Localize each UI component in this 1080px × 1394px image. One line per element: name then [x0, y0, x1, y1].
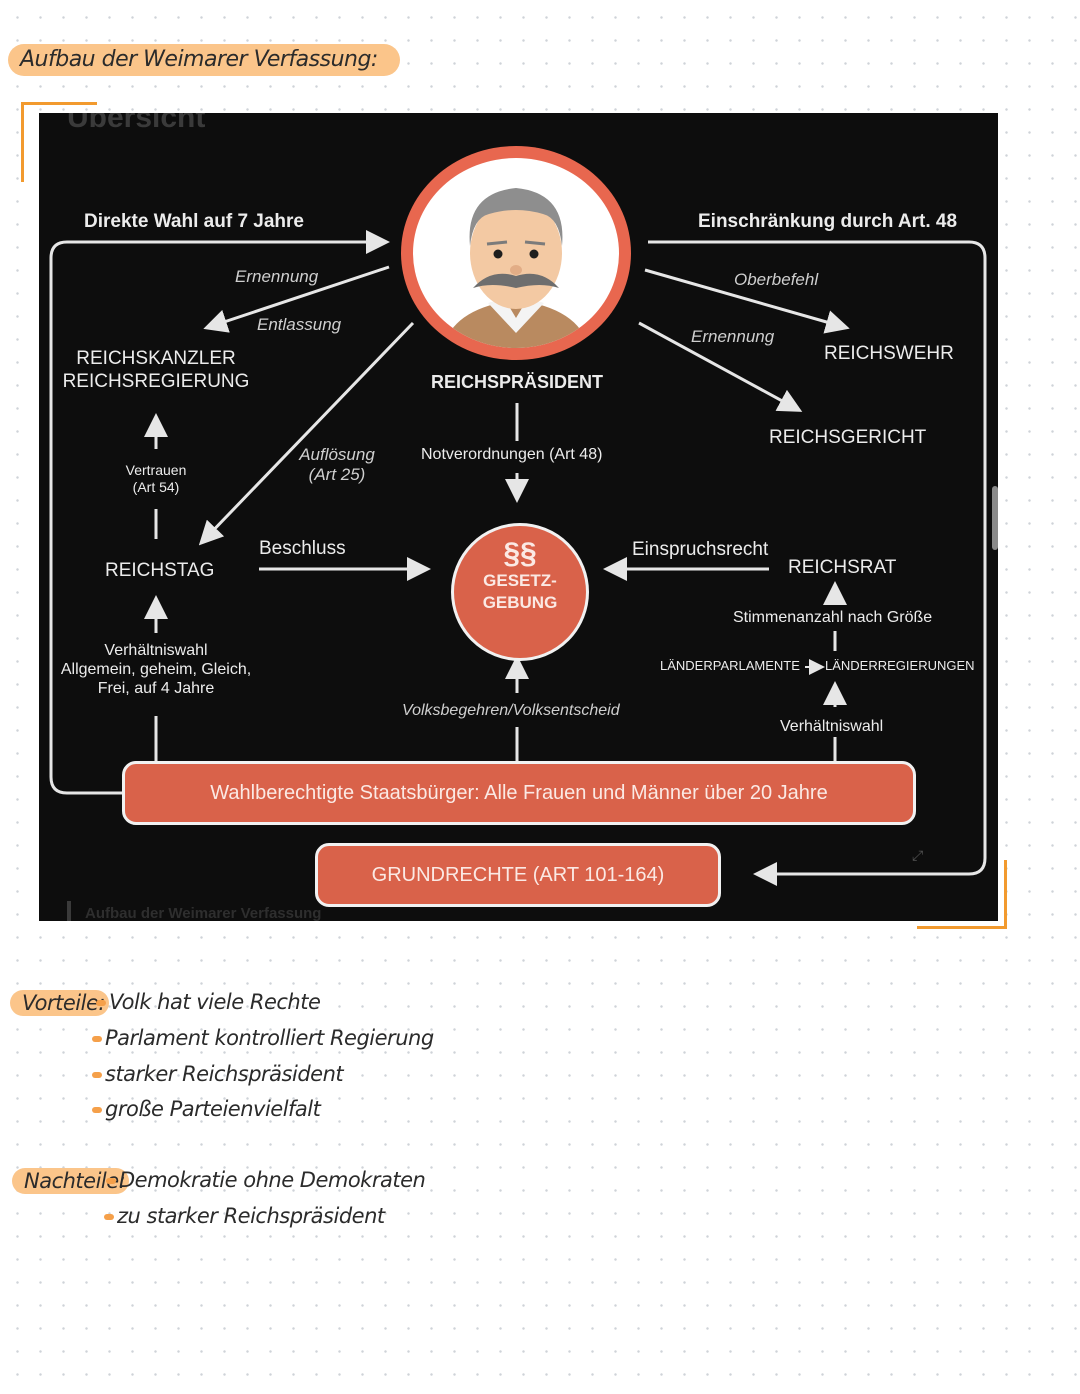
disadvantage-text: Demokratie ohne Demokraten [119, 1168, 426, 1192]
label-restriction: Einschränkung durch Art. 48 [698, 211, 958, 232]
arrow-supreme-command [644, 268, 850, 334]
label-state-parliaments: LÄNDERPARLAMENTE [660, 658, 800, 673]
dash-icon [92, 1072, 102, 1078]
corner-bracket-bottom-right [917, 926, 1007, 929]
advantage-text: starker Reichspräsident [105, 1062, 344, 1086]
basic-rights-box: GRUNDRECHTE (ART 101-164) [315, 843, 721, 907]
dissolution-line1: Auflösung [299, 445, 375, 464]
label-reichsgericht: REICHSGERICHT [769, 427, 927, 448]
dash-icon [92, 1036, 102, 1042]
corner-bracket-top-left [21, 102, 97, 105]
footer-accent-bar [67, 901, 71, 921]
label-dismissal: Entlassung [257, 315, 342, 334]
advantage-item: große Parteienvielfalt [92, 1097, 321, 1121]
label-emergency-decrees: Notverordnungen (Art 48) [421, 446, 603, 463]
proportional-left: Verhältniswahl [104, 642, 208, 659]
disadvantage-item: zu starker Reichspräsident [104, 1204, 385, 1228]
arrow-appointment-court [638, 321, 803, 412]
label-president: REICHSPRÄSIDENT [431, 372, 604, 392]
label-reichstag: REICHSTAG [105, 560, 215, 581]
president-portrait [401, 146, 631, 360]
chancellor-line1: REICHSKANZLER [76, 348, 236, 369]
label-chancellor: REICHSKANZLER REICHSREGIERUNG [63, 348, 250, 394]
label-appointment-left: Ernennung [235, 267, 319, 286]
legislation-circle: §§ GESETZ- GEBUNG [451, 523, 589, 661]
disadvantage-item: Demokratie ohne Demokraten [106, 1168, 426, 1192]
paragraph-icon: §§ [503, 537, 537, 570]
advantages-label: Vorteile: [10, 990, 109, 1016]
advantage-text: Parlament kontrolliert Regierung [105, 1026, 434, 1050]
disadvantage-text: zu starker Reichspräsident [117, 1204, 385, 1228]
chancellor-line2: REICHSREGIERUNG [62, 370, 250, 392]
basic-rights-label: GRUNDRECHTE (ART 101-164) [371, 863, 665, 886]
dissolution-line2: (Art 25) [308, 465, 366, 485]
dash-icon [96, 1000, 106, 1006]
label-referendum: Volksbegehren/Volksentscheid [402, 702, 620, 719]
president-face-icon [413, 158, 619, 348]
confidence-line2: (Art 54) [132, 478, 180, 495]
arrow-restriction [648, 240, 987, 886]
label-state-governments: LÄNDERREGIERUNGEN [825, 658, 975, 673]
advantage-item: Volk hat viele Rechte [96, 990, 321, 1014]
legislation-label: GESETZ- GEBUNG [482, 571, 558, 612]
label-supreme-command: Oberbefehl [734, 270, 819, 289]
label-direct-election: Direkte Wahl auf 7 Jahre [84, 211, 304, 232]
diagram-header-faded: Übersicht [67, 113, 206, 134]
citizens-box: Wahlberechtigte Staatsbürger: Alle Fraue… [122, 761, 916, 825]
dash-icon [92, 1107, 102, 1113]
advantage-text: Volk hat viele Rechte [109, 990, 321, 1014]
label-objection: Einspruchsrecht [632, 539, 769, 560]
label-proportional-right: Verhältniswahl [780, 718, 884, 735]
label-dissolution: Auflösung (Art 25) [299, 445, 375, 486]
dash-icon [104, 1214, 114, 1220]
page-title: Aufbau der Weimarer Verfassung: [8, 44, 400, 76]
label-reichsrat: REICHSRAT [788, 557, 897, 578]
diagram-footer-faded: Aufbau der Weimarer Verfassung [85, 905, 322, 921]
confidence-line1: Vertrauen [125, 462, 187, 478]
arrow-appointment-chancellor [203, 265, 390, 333]
advantage-item: Parlament kontrolliert Regierung [92, 1026, 434, 1050]
election-principles-line1: Allgemein, geheim, Gleich, [60, 661, 252, 679]
citizens-label: Wahlberechtigte Staatsbürger: Alle Fraue… [210, 781, 828, 804]
label-confidence: Vertrauen (Art 54) [126, 462, 187, 496]
arrow-dissolution [198, 321, 415, 546]
expand-icon[interactable]: ⤢ [912, 848, 924, 864]
label-election-principles: Verhältniswahl Allgemein, geheim, Gleich… [61, 641, 251, 699]
arrow-direct-election [49, 230, 390, 795]
scrollbar[interactable] [992, 486, 998, 550]
advantage-item: starker Reichspräsident [92, 1062, 344, 1086]
diagram-arrows [49, 230, 987, 886]
constitution-diagram: Übersicht [39, 113, 998, 921]
advantage-text: große Parteienvielfalt [105, 1097, 321, 1121]
label-reichswehr: REICHSWEHR [824, 343, 954, 364]
label-resolution: Beschluss [259, 538, 346, 559]
corner-bracket-bottom-right-vertical [1004, 860, 1007, 929]
corner-bracket-top-left-vertical [21, 102, 24, 182]
label-appointment-right: Ernennung [691, 327, 775, 346]
label-votes-by-size: Stimmenanzahl nach Größe [733, 609, 933, 626]
dash-icon [106, 1178, 116, 1184]
election-principles-line2: Frei, auf 4 Jahre [97, 680, 215, 698]
